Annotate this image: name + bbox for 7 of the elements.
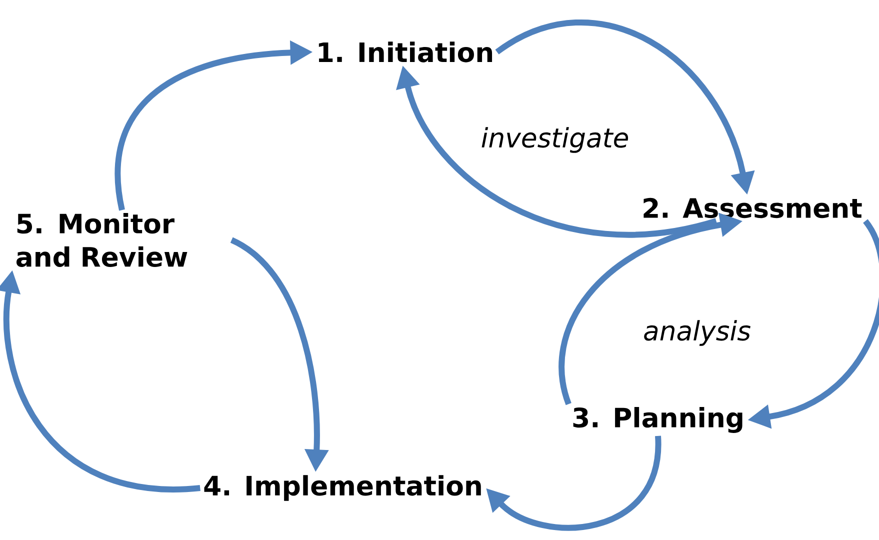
cycle-label: analysis	[644, 320, 750, 346]
stage-label: 4. Implementation	[204, 475, 481, 501]
stage-label: 3. Planning	[573, 407, 742, 433]
stage-label: 1. Initiation	[318, 42, 492, 62]
stage-label: 2. Assessment	[644, 198, 862, 218]
cycle-label: investigate	[482, 127, 628, 153]
stage-label: 5. Monitor and Review	[16, 213, 188, 267]
